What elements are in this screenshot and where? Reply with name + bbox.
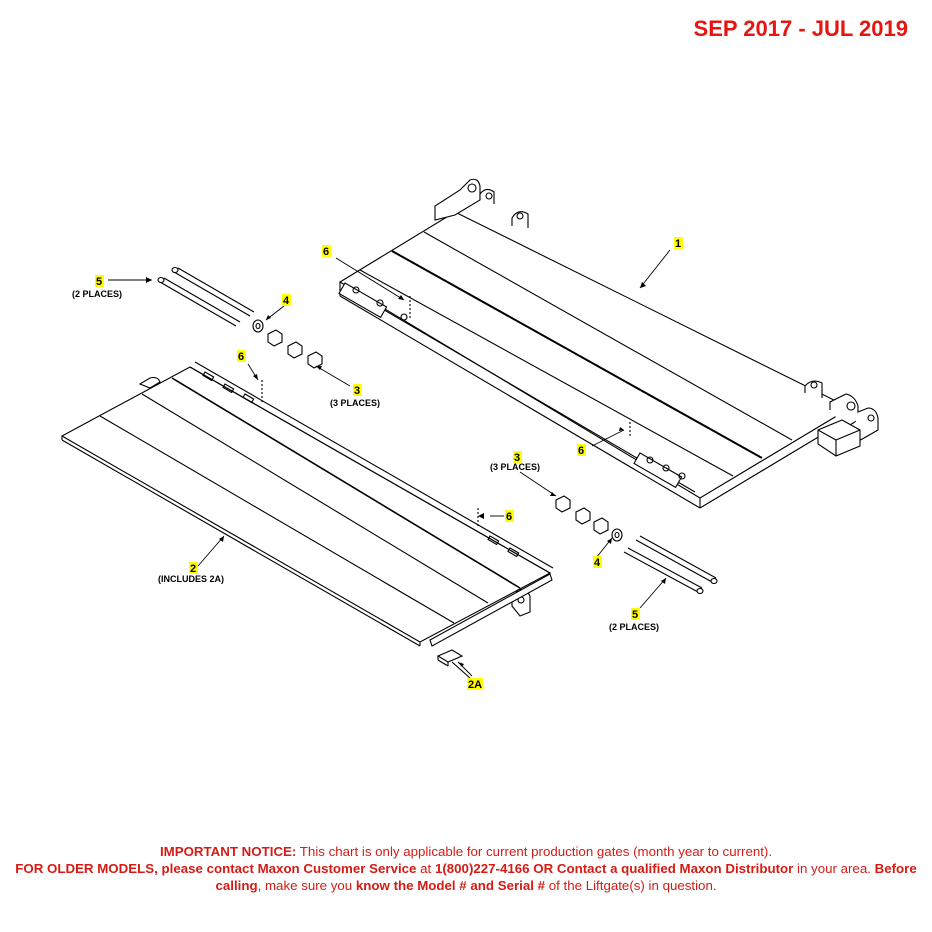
callout-6-ramp-left: 6 [238,351,244,363]
callout-labels: 1 6 5 (2 PLACES) 4 6 3 (3 PLACES) 6 3 (3… [72,237,683,691]
callout-6-platform-right: 6 [578,445,584,457]
left-pins-part-5 [157,266,255,327]
notice-before-calling: Before calling [215,861,917,893]
left-bushings-part-3 [267,329,323,369]
ramp-part-2 [60,361,554,647]
callout-6-top: 6 [323,246,329,258]
right-bushings-part-3 [555,495,609,535]
callout-2a: 2A [468,679,482,691]
callout-3-left: 3 [354,385,360,397]
callout-5-left: 5 [96,276,102,288]
right-pins-part-5 [623,535,718,595]
callout-3-right-places: (3 PLACES) [490,462,540,472]
main-platform-part-1 [338,178,879,509]
left-washer-part-4 [252,319,264,333]
leader-arrowheads [146,277,666,667]
notice-phone: 1(800)227-4166 OR Contact a qualified Ma… [434,861,794,876]
callout-5-left-places: (2 PLACES) [72,289,122,299]
callout-3-right: 3 [514,452,520,464]
part-2a [436,649,471,679]
notice-model-serial: know the Model # and Serial # [355,878,546,893]
callout-1: 1 [675,238,681,250]
callout-5-right-places: (2 PLACES) [609,622,659,632]
notice-text-3: in your area. [793,861,875,876]
callout-5-right: 5 [632,609,638,621]
callout-2-includes: (INCLUDES 2A) [158,574,224,584]
callout-3-left-places: (3 PLACES) [330,398,380,408]
hinge-pins-part-6 [261,296,631,528]
right-washer-part-4 [611,528,623,542]
notice-text-1: This chart is only applicable for curren… [296,844,773,859]
notice-text-4: , make sure you [257,878,356,893]
callout-4-right: 4 [594,557,601,569]
date-range-title: SEP 2017 - JUL 2019 [693,16,908,41]
notice-text-5: of the Liftgate(s) in question. [545,878,717,893]
notice-heading: IMPORTANT NOTICE: [159,844,297,859]
notice-older-models: FOR OLDER MODELS, please contact Maxon C… [15,861,417,876]
callout-6-ramp-right: 6 [506,511,512,523]
important-notice: IMPORTANT NOTICE: This chart is only app… [0,843,932,894]
callout-2: 2 [190,563,196,575]
notice-text-2: at [416,861,435,876]
callout-4-left: 4 [283,295,290,307]
